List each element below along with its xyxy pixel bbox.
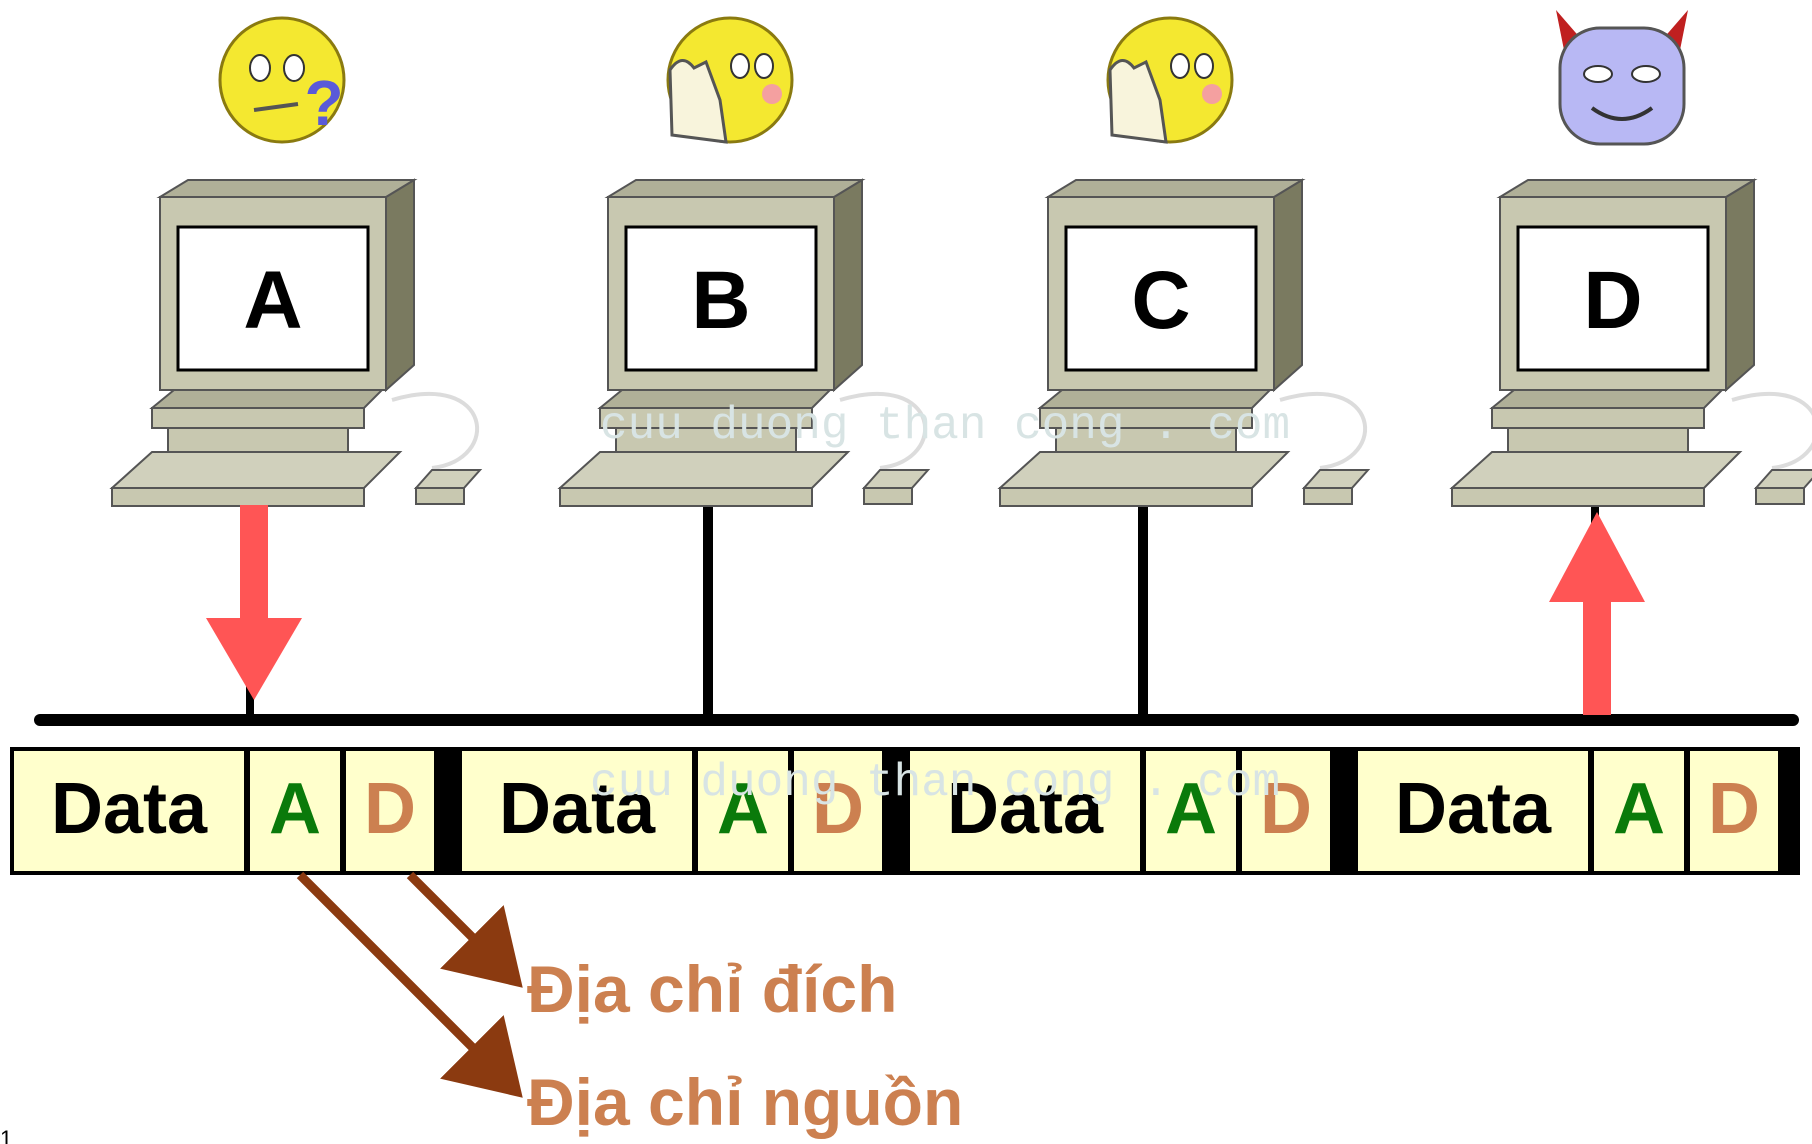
frame-source-address-cell: A (269, 769, 321, 849)
mouse-cable (1279, 392, 1368, 470)
computer-label: B (691, 255, 750, 346)
monitor-screen (176, 225, 370, 372)
stand-top (1489, 389, 1725, 409)
keyboard-top (1449, 451, 1743, 489)
mouse-top (861, 469, 931, 489)
source-pointer-arrow (296, 871, 523, 1098)
waving-face-icon (1106, 16, 1234, 144)
frame-data-cell: Data (1395, 769, 1552, 849)
monitor-screen (624, 225, 818, 372)
keyboard-front (559, 487, 813, 507)
devil-face-icon (1556, 10, 1688, 146)
keyboard-top (557, 451, 851, 489)
frame-data-cell: Data (947, 769, 1104, 849)
mouse-icon (1755, 487, 1805, 505)
mouse-icon (863, 487, 913, 505)
mouse-icon (415, 487, 465, 505)
keyboard-front (999, 487, 1253, 507)
keyboard-top (997, 451, 1291, 489)
computer-d: D (1449, 10, 1812, 507)
stand-plate (151, 407, 365, 429)
frame-source-address-cell-bg (250, 751, 340, 871)
watermark-text-2: cuu duong than cong . com (590, 757, 1280, 809)
frame-dest-address-cell: D (1260, 769, 1312, 849)
stand-top (149, 389, 385, 409)
mouse-cable (1731, 392, 1812, 470)
monitor-screen (1516, 225, 1710, 372)
svg-text:?: ? (304, 67, 343, 139)
frame-source-address-cell-bg (1146, 751, 1236, 871)
frame-source-address-cell: A (1613, 769, 1665, 849)
computer-label: C (1131, 255, 1190, 346)
monitor-side (1273, 178, 1303, 393)
stand-base (1507, 427, 1689, 453)
frame-source-address-cell: A (717, 769, 769, 849)
monitor-top (604, 179, 866, 198)
keyboard-top (109, 451, 403, 489)
mouse-top (413, 469, 483, 489)
frame-data-cell-bg (14, 751, 244, 871)
computer-label: A (243, 255, 302, 346)
monitor-side (1725, 178, 1755, 393)
frame-source-address-cell-bg (698, 751, 788, 871)
computer-a: A? (109, 16, 483, 507)
monitor-side (385, 178, 415, 393)
confused-face-icon: ? (218, 16, 346, 144)
frame-dest-address-cell: D (364, 769, 416, 849)
monitor-top (156, 179, 418, 198)
frame-data-cell-bg (462, 751, 692, 871)
monitor-screen (1064, 225, 1258, 372)
frame-dest-address-cell-bg (1242, 751, 1330, 871)
monitor-side (833, 178, 863, 393)
destination-address-label: Địa chỉ đích (527, 952, 897, 1026)
mouse-top (1753, 469, 1812, 489)
mouse-cable (839, 392, 928, 470)
frame-data-cell-bg (1358, 751, 1588, 871)
frame-data-cell: Data (499, 769, 656, 849)
frame-dest-address-cell: D (1708, 769, 1760, 849)
mouse-icon (1303, 487, 1353, 505)
computer-c: C (997, 16, 1371, 507)
frame-source-address-cell: A (1165, 769, 1217, 849)
keyboard-front (111, 487, 365, 507)
frame-dest-address-cell-bg (346, 751, 434, 871)
frame-dest-address-cell-bg (794, 751, 882, 871)
frame-source-address-cell-bg (1594, 751, 1684, 871)
frame-dest-address-cell-bg (1690, 751, 1778, 871)
stand-base (167, 427, 349, 453)
source-address-label: Địa chỉ nguồn (527, 1065, 963, 1139)
frame-data-cell-bg (910, 751, 1140, 871)
watermark-text-1: cuu duong than cong . com (600, 400, 1290, 452)
receive-arrow-up-icon (1549, 512, 1645, 715)
stand-base (615, 427, 797, 453)
send-arrow-down-icon (206, 505, 302, 700)
page-marker: 1 (0, 1126, 12, 1144)
frame-dest-address-cell: D (812, 769, 864, 849)
computer-label: D (1583, 255, 1642, 346)
mouse-top (1301, 469, 1371, 489)
frame-data-cell: Data (51, 769, 208, 849)
keyboard-front (1451, 487, 1705, 507)
computer-b: B (557, 16, 931, 507)
waving-face-icon (666, 16, 794, 144)
dest-pointer-arrow (406, 871, 523, 988)
mouse-cable (391, 392, 480, 470)
computers-group: A? B C D (109, 10, 1812, 507)
stand-plate (1491, 407, 1705, 429)
monitor-top (1044, 179, 1306, 198)
monitor-top (1496, 179, 1758, 198)
